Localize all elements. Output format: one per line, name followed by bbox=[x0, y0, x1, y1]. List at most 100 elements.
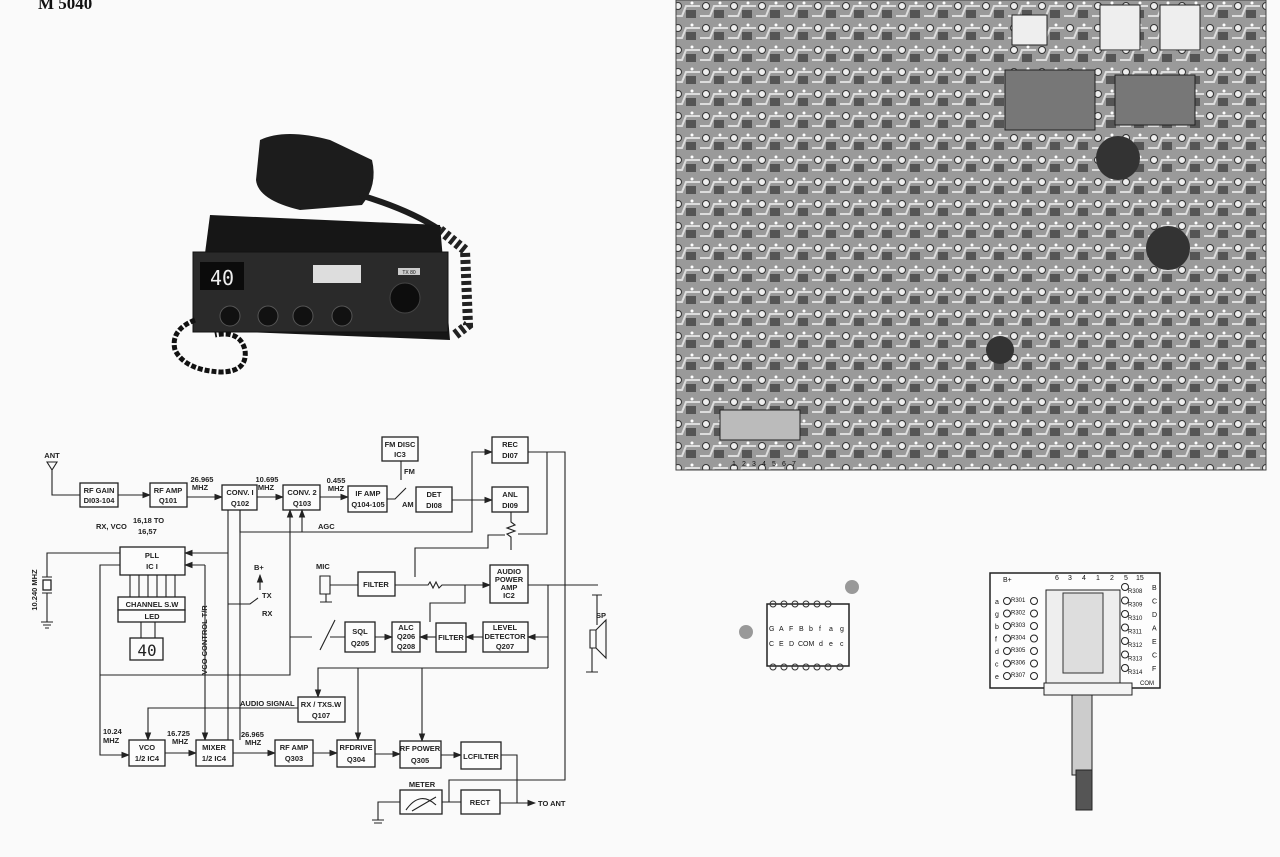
pot-board-top-6-label: 5 bbox=[1124, 575, 1128, 582]
display-chip-bottom-pins-4-label: d bbox=[819, 641, 823, 648]
block-diagram-rf-amp2-0-label: RF AMP bbox=[280, 743, 308, 752]
model-badge: TX 80 bbox=[402, 270, 416, 276]
block-diagram-det-0-label: DET bbox=[427, 490, 442, 499]
pot-board-top-5-label: 2 bbox=[1110, 575, 1114, 582]
solder-pad bbox=[1003, 622, 1011, 630]
pot-left-pin-label: d bbox=[995, 649, 999, 656]
rf-amp-q303-block: RF AMP Q303 bbox=[274, 739, 314, 767]
solder-pad bbox=[1003, 672, 1011, 680]
block-diagram-sp-label: SP bbox=[596, 611, 606, 620]
block-diagram-audio-signal-label: AUDIO SIGNAL bbox=[240, 699, 295, 708]
block-diagram-rx-vco-label: RX, VCO bbox=[96, 522, 127, 531]
block-diagram-level-detector-0-label: LEVEL bbox=[493, 623, 518, 632]
block-diagram-freq-10695-1-label: MHZ bbox=[258, 483, 275, 492]
solder-pad bbox=[1121, 637, 1129, 645]
block-diagram-rf-power-0-label: RF POWER bbox=[400, 744, 441, 753]
solder-pad bbox=[1030, 597, 1038, 605]
block-diagram-am-label: AM bbox=[402, 500, 414, 509]
com-label: COM bbox=[1140, 681, 1154, 687]
block-diagram-rf-amp2-1-label: Q303 bbox=[285, 754, 303, 763]
block-diagram-rf-gain-1-label: DI03-104 bbox=[84, 496, 116, 505]
display-chip-bottom-pins-2-label: D bbox=[789, 641, 794, 648]
solder-pad bbox=[1030, 634, 1038, 643]
block-diagram-rx-tx-sw-0-label: RX / TXS.W bbox=[301, 700, 342, 709]
resistor-label: R304 bbox=[1011, 636, 1026, 642]
display-chip-bottom-pins-5-label: e bbox=[829, 641, 833, 648]
solder-pad bbox=[1030, 672, 1038, 680]
block-diagram-freq-26965-1-label: MHZ bbox=[192, 483, 209, 492]
block-diagram-vco-1-label: 1/2 IC4 bbox=[135, 754, 160, 763]
led-display-chip: G A F B b f a g C E D COM d e c bbox=[739, 580, 859, 671]
pot-board-top-2-label: 3 bbox=[1068, 575, 1072, 582]
resistor-label: R311 bbox=[1128, 630, 1143, 636]
solder-pad bbox=[1003, 609, 1011, 618]
block-diagram-freq-1024-0-label: 10.24 bbox=[103, 727, 123, 736]
solder-pad bbox=[1003, 597, 1011, 605]
block-diagram-conv2-1-label: Q103 bbox=[293, 499, 311, 508]
rx-tx-switch-block: RX / TXS.W Q107 bbox=[297, 696, 346, 723]
block-diagram-level-detector-2-label: Q207 bbox=[496, 642, 514, 651]
display-chip-top-pins-6-label: a bbox=[829, 626, 833, 633]
display-chip-bottom-pins-3-label: COM bbox=[798, 641, 815, 648]
lc-filter-block: LCFILTER bbox=[460, 741, 502, 770]
pcb-connector-5-label: 6 bbox=[782, 461, 786, 468]
pot-board-top-0-label: B+ bbox=[1003, 577, 1012, 584]
display-chip-top-pins-5-label: f bbox=[819, 626, 821, 633]
block-diagram-rf-drive-0-label: RFDRIVE bbox=[340, 743, 373, 752]
block-diagram-freq-16725-1-label: MHZ bbox=[172, 737, 189, 746]
solder-pad bbox=[1121, 664, 1129, 672]
block-diagram-anl-1-label: DI09 bbox=[502, 501, 518, 510]
display-chip-top-pins-2-label: F bbox=[789, 626, 793, 633]
pcb-connector-2-label: 3 bbox=[752, 461, 756, 468]
block-diagram-freq-26965b-1-label: MHZ bbox=[245, 738, 262, 747]
pcb-connector-labels: 1 2 3 4 5 6 7 bbox=[732, 461, 796, 468]
pot-right-pin-label: B bbox=[1152, 585, 1157, 592]
display-chip-top-pins-1-label: A bbox=[779, 626, 784, 633]
block-diagram-channel-sw-label: CHANNEL S.W bbox=[126, 600, 180, 609]
resistor-label: R301 bbox=[1011, 598, 1026, 604]
page-title: M 5040 bbox=[38, 0, 93, 13]
led-block: LED bbox=[117, 609, 186, 623]
vco-control-label: VCO CONTROL T/R bbox=[200, 605, 209, 675]
block-diagram-sql-1-label: Q205 bbox=[351, 639, 369, 648]
resistor-label: R306 bbox=[1011, 661, 1026, 667]
ground-icon bbox=[372, 801, 400, 824]
ant-label: ANT bbox=[44, 451, 60, 460]
block-diagram-b-plus-label: B+ bbox=[254, 563, 264, 572]
block-diagram-led-label: LED bbox=[145, 612, 161, 621]
mic-icon bbox=[319, 575, 358, 603]
radio-photo: 40 TX 80 bbox=[171, 134, 474, 375]
solder-pad bbox=[1003, 659, 1011, 668]
block-diagram-rf-drive-1-label: Q304 bbox=[347, 755, 366, 764]
speaker-icon bbox=[586, 618, 607, 673]
pot-left-pin-label: b bbox=[995, 624, 999, 631]
solder-pad bbox=[1121, 596, 1129, 605]
resistor-label: R305 bbox=[1011, 648, 1026, 654]
pot-board-top-1-label: 6 bbox=[1055, 575, 1059, 582]
block-diagram-freq-1024-1-label: MHZ bbox=[103, 736, 120, 745]
rect-block: RECT bbox=[460, 789, 501, 815]
pcb-connector-4-label: 5 bbox=[772, 461, 776, 468]
block-diagram-freq-0455-0-label: 0.455 bbox=[327, 476, 346, 485]
pot-left-pin-label: a bbox=[995, 599, 999, 606]
block-diagram-anl-0-label: ANL bbox=[502, 490, 518, 499]
crystal-label: 10.240 MHZ bbox=[30, 569, 39, 611]
solder-pad bbox=[1030, 609, 1038, 618]
pcb-connector-6-label: 7 bbox=[792, 461, 796, 468]
pot-board-top-7-label: 15 bbox=[1136, 575, 1144, 582]
block-diagram-audio-amp-2-label: AMP bbox=[501, 583, 518, 592]
solder-pad bbox=[1030, 659, 1038, 668]
block-diagram-rx-tx-sw-1-label: Q107 bbox=[312, 711, 330, 720]
led-display-digits: 40 bbox=[137, 641, 156, 660]
